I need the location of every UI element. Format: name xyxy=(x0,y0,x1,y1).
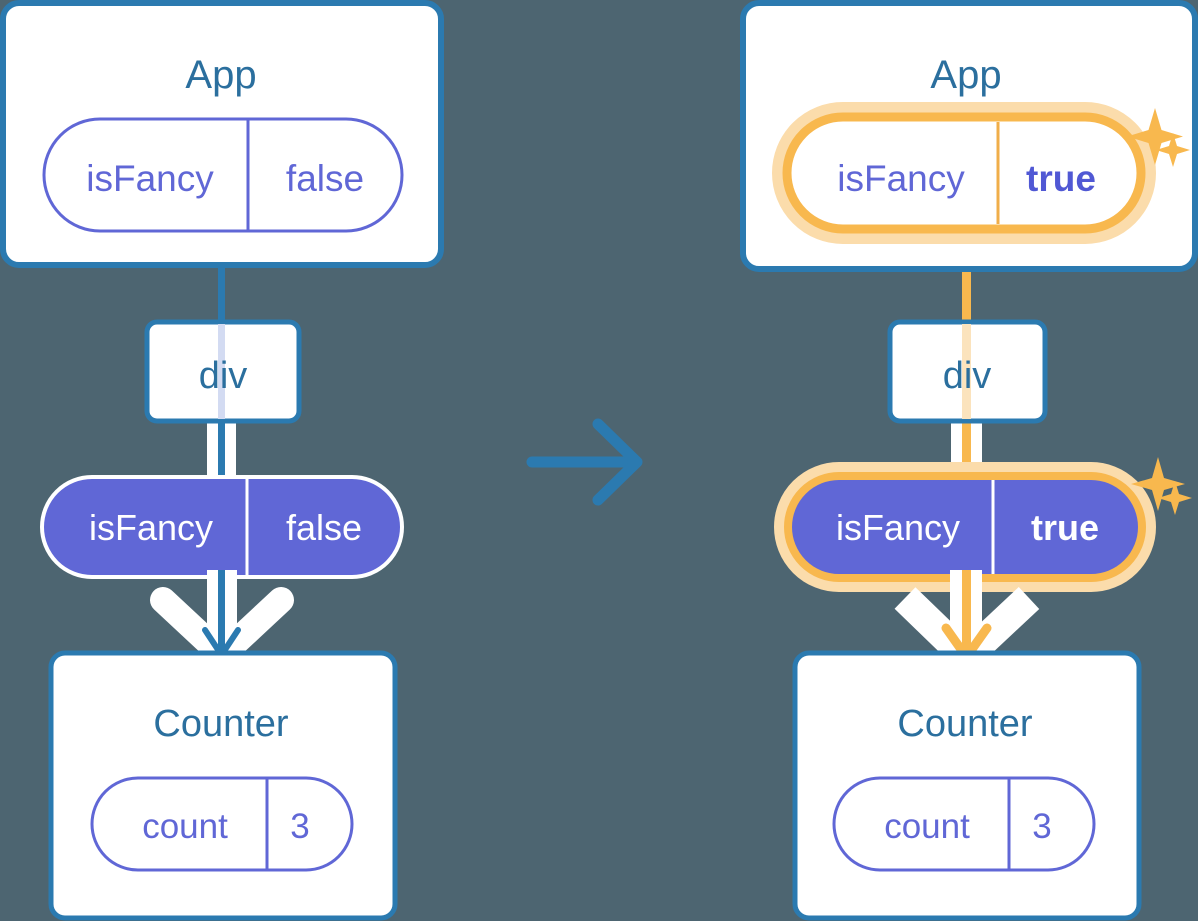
left-app-state-value: false xyxy=(286,158,364,199)
right-app-state-pill-highlight xyxy=(782,112,1146,234)
sparkle-icon xyxy=(1158,481,1192,515)
left-div-title: div xyxy=(199,355,248,397)
right-connector-div-to-pill xyxy=(962,415,971,505)
left-connector-div-to-pill xyxy=(218,415,225,505)
right-render-arrow xyxy=(894,570,1040,668)
left-app-state-pill xyxy=(42,117,404,233)
right-counter-state-pill xyxy=(832,776,1096,872)
right-arrow-icon xyxy=(526,418,643,506)
left-counter-state-key: count xyxy=(142,807,228,846)
left-counter-state-value: 3 xyxy=(290,807,309,846)
right-counter-state-value: 3 xyxy=(1032,807,1051,846)
left-counter-state-pill xyxy=(90,776,354,872)
right-app-state-pill-glow xyxy=(772,102,1156,244)
left-render-arrow xyxy=(150,570,294,668)
left-div-inner-line xyxy=(218,324,225,419)
left-app-state-key: isFancy xyxy=(86,158,214,199)
right-prop-key: isFancy xyxy=(836,507,960,548)
right-app-title: App xyxy=(930,53,1001,97)
right-div-inner-line xyxy=(962,324,971,419)
left-app-title: App xyxy=(185,53,256,97)
left-prop-key: isFancy xyxy=(89,507,213,548)
sparkle-icon xyxy=(1156,133,1190,167)
sparkle-icon xyxy=(1127,108,1183,165)
right-div-title: div xyxy=(943,355,992,397)
right-counter-title: Counter xyxy=(897,703,1033,745)
right-counter-state-key: count xyxy=(884,807,970,846)
sparkle-icon xyxy=(1131,457,1185,511)
left-prop-value: false xyxy=(286,507,362,548)
right-prop-value: true xyxy=(1031,507,1099,548)
left-counter-title: Counter xyxy=(153,703,289,745)
right-app-state-key: isFancy xyxy=(837,158,965,199)
left-connector-app-to-div xyxy=(218,258,225,326)
right-app-state-value: true xyxy=(1026,158,1096,199)
